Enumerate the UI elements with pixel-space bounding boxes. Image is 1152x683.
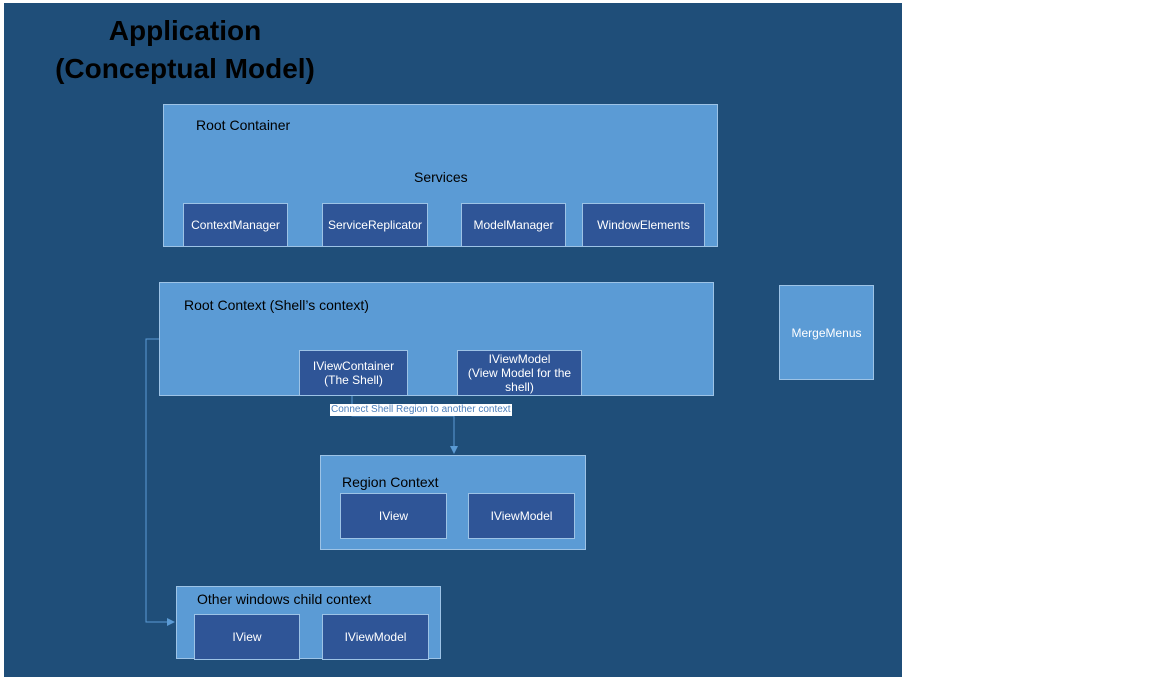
connector-label: Connect Shell Region to another context: [330, 404, 512, 416]
merge-menus-label: MergeMenus: [791, 325, 862, 340]
merge-menus-panel: MergeMenus: [779, 285, 874, 380]
root-context-label: Root Context (Shell’s context): [184, 297, 369, 313]
context-manager-box: ContextManager: [183, 203, 288, 247]
view-container-line-2: (The Shell): [324, 373, 383, 387]
region-context-panel: Region Context IView IViewModel: [320, 455, 586, 550]
services-label: Services: [414, 169, 468, 185]
service-replicator-box: ServiceReplicator: [322, 203, 428, 247]
shell-view-model-box: IViewModel (View Model for the shell): [457, 350, 582, 396]
region-view-model-box: IViewModel: [468, 493, 575, 539]
shell-view-model-line-3: shell): [505, 380, 534, 394]
region-view-box: IView: [340, 493, 447, 539]
other-context-panel: Other windows child context IView IViewM…: [176, 586, 441, 660]
window-elements-box: WindowElements: [582, 203, 705, 247]
diagram-title: Application (Conceptual Model): [50, 12, 320, 88]
root-context-panel: Root Context (Shell’s context) IViewCont…: [159, 282, 714, 396]
other-view-model-box: IViewModel: [322, 614, 429, 660]
view-container-line-1: IViewContainer: [312, 359, 395, 373]
region-context-label: Region Context: [342, 474, 439, 490]
root-container-panel: Root Container Services ContextManager S…: [163, 104, 718, 247]
title-line-2: (Conceptual Model): [55, 53, 315, 84]
shell-view-model-line-2: (View Model for the: [467, 366, 572, 380]
root-container-label: Root Container: [196, 117, 291, 133]
title-line-1: Application: [108, 15, 262, 46]
model-manager-box: ModelManager: [461, 203, 566, 247]
other-view-box: IView: [194, 614, 300, 660]
other-context-label: Other windows child context: [197, 591, 372, 607]
view-container-box: IViewContainer (The Shell): [299, 350, 408, 396]
shell-view-model-line-1: IViewModel: [488, 352, 551, 366]
